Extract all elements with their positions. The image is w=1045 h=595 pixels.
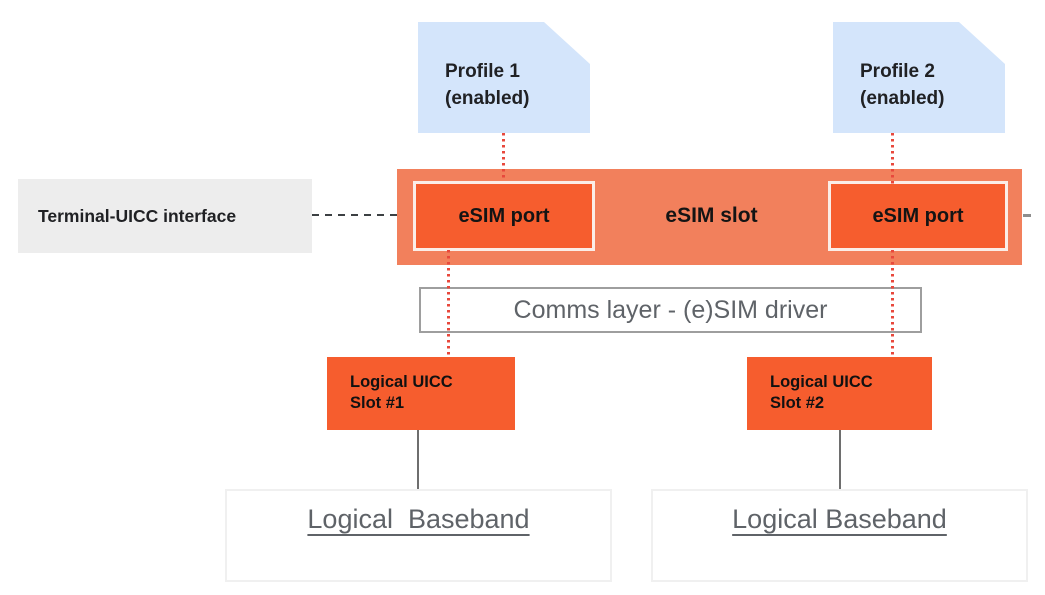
terminal-uicc-interface-box: Terminal-UICC interface <box>18 179 312 253</box>
terminal-interface-dashed-line <box>312 214 397 216</box>
uicc-slot-1-line1: Logical UICC <box>350 373 453 391</box>
terminal-uicc-interface-label: Terminal-UICC interface <box>38 205 237 226</box>
profile-1-state: (enabled) <box>445 88 530 109</box>
logical-baseband-1-label: Logical Baseband <box>307 504 530 534</box>
port2-to-uicc2-dotted-line <box>891 250 894 357</box>
logical-baseband-1-box: Logical Baseband <box>225 489 612 582</box>
uicc-slot-1-line2: Slot #1 <box>350 394 405 412</box>
profile-2-state: (enabled) <box>860 88 945 109</box>
esim-port-1-box: eSIM port <box>413 181 595 251</box>
profile2-to-port2-dotted-line <box>891 133 894 185</box>
esim-port-2-box: eSIM port <box>828 181 1008 251</box>
right-edge-dash <box>1023 214 1031 217</box>
logical-baseband-2-label: Logical Baseband <box>732 504 947 534</box>
esim-port-1-label: eSIM port <box>458 204 550 227</box>
esim-port-2-label: eSIM port <box>872 204 964 227</box>
esim-slot-label: eSIM slot <box>665 204 758 227</box>
uicc2-to-baseband2-line <box>839 430 841 489</box>
profile-1-card: Profile 1 (enabled) <box>418 22 590 133</box>
uicc-slot-2-line1: Logical UICC <box>770 373 873 391</box>
profile-1-name: Profile 1 <box>445 61 520 82</box>
uicc-slot-2-line2: Slot #2 <box>770 394 825 412</box>
logical-uicc-slot-1-box: Logical UICC Slot #1 <box>327 357 515 430</box>
comms-layer-label: Comms layer - (e)SIM driver <box>513 295 828 324</box>
logical-uicc-slot-2-box: Logical UICC Slot #2 <box>747 357 932 430</box>
port1-to-uicc1-dotted-line <box>447 250 450 357</box>
comms-layer-box: Comms layer - (e)SIM driver <box>419 287 922 333</box>
uicc1-to-baseband1-line <box>417 430 419 489</box>
profile-2-name: Profile 2 <box>860 61 935 82</box>
logical-baseband-2-box: Logical Baseband <box>651 489 1028 582</box>
profile1-to-port1-dotted-line <box>502 133 505 181</box>
profile-2-card: Profile 2 (enabled) <box>833 22 1005 133</box>
